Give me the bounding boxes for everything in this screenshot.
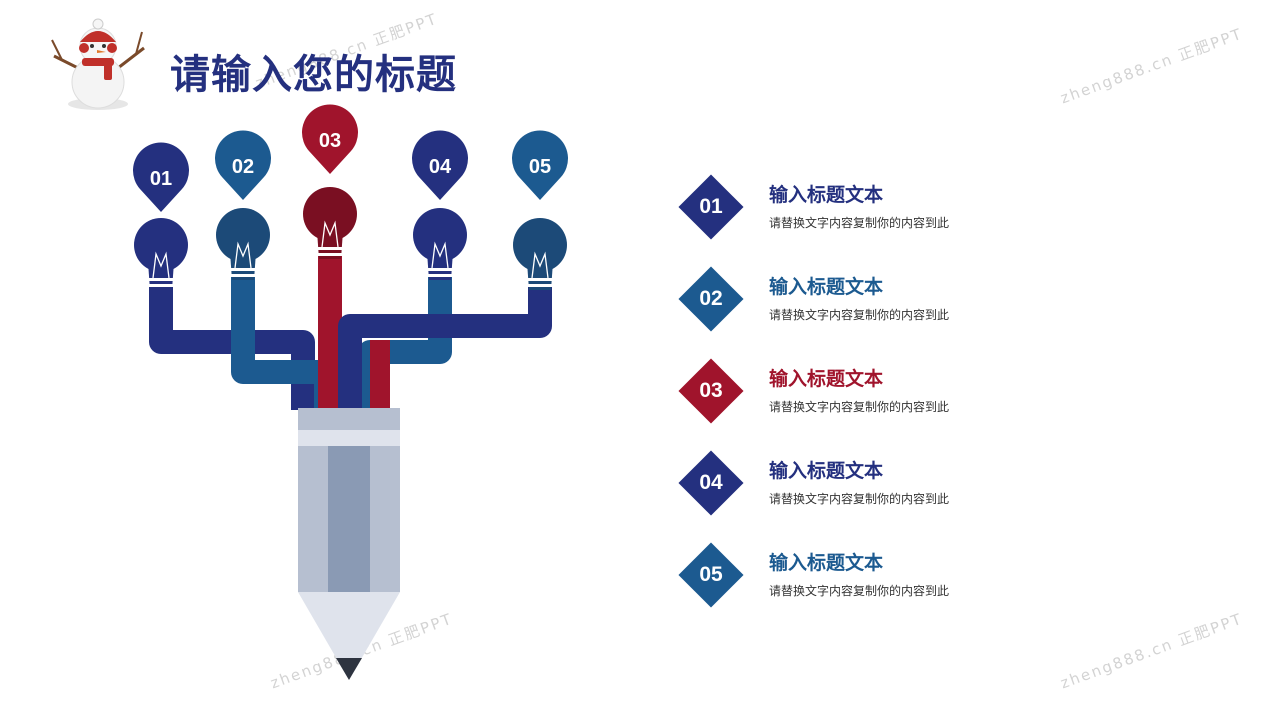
list-item: 03 输入标题文本 请替换文字内容复制你的内容到此 (678, 358, 1100, 430)
list-item: 05 输入标题文本 请替换文字内容复制你的内容到此 (678, 542, 1100, 614)
pin-label: 05 (529, 156, 551, 178)
list-item: 04 输入标题文本 请替换文字内容复制你的内容到此 (678, 450, 1100, 522)
pin-label: 02 (232, 156, 254, 178)
item-heading: 输入标题文本 (769, 276, 884, 298)
item-description: 请替换文字内容复制你的内容到此 (769, 492, 950, 506)
item-description: 请替换文字内容复制你的内容到此 (769, 216, 950, 230)
bulb-01 (134, 218, 188, 290)
item-number: 03 (699, 379, 723, 402)
bulb-02 (216, 208, 270, 280)
pin-label: 03 (319, 130, 341, 152)
pipe-05 (338, 285, 552, 410)
item-description: 请替换文字内容复制你的内容到此 (769, 308, 950, 322)
pin-01: 01 (133, 142, 189, 212)
watermark: zheng888.cn 正肥PPT (1057, 24, 1246, 108)
pencil-lead (336, 658, 362, 680)
item-number: 01 (699, 195, 723, 218)
pin-04: 04 (412, 130, 469, 200)
item-heading: 输入标题文本 (769, 368, 884, 390)
item-description: 请替换文字内容复制你的内容到此 (769, 400, 950, 414)
pin-label: 04 (429, 156, 452, 178)
page-title: 请输入您的标题 (170, 52, 457, 98)
pencil-bulb-diagram: 01 02 03 04 05 (133, 104, 568, 680)
pin-05: 05 (511, 130, 568, 200)
item-heading: 输入标题文本 (769, 184, 884, 206)
item-number: 05 (699, 563, 723, 586)
pencil-ferrule (298, 408, 400, 430)
list-item: 02 输入标题文本 请替换文字内容复制你的内容到此 (678, 266, 1100, 338)
bulb-04 (413, 208, 467, 280)
pencil-tip (298, 592, 400, 680)
watermark: zheng888.cn 正肥PPT (1057, 609, 1246, 693)
pin-02: 02 (215, 130, 271, 200)
item-number: 02 (699, 287, 723, 310)
bulb-03 (303, 187, 357, 259)
item-description: 请替换文字内容复制你的内容到此 (769, 584, 950, 598)
pin-03: 03 (302, 104, 358, 174)
item-heading: 输入标题文本 (769, 552, 884, 574)
item-number: 04 (699, 471, 723, 494)
item-heading: 输入标题文本 (769, 460, 884, 482)
snowman-icon (51, 18, 145, 110)
pin-label: 01 (150, 168, 172, 190)
list-item: 01 输入标题文本 请替换文字内容复制你的内容到此 (678, 174, 1100, 246)
bulb-05 (513, 218, 567, 290)
